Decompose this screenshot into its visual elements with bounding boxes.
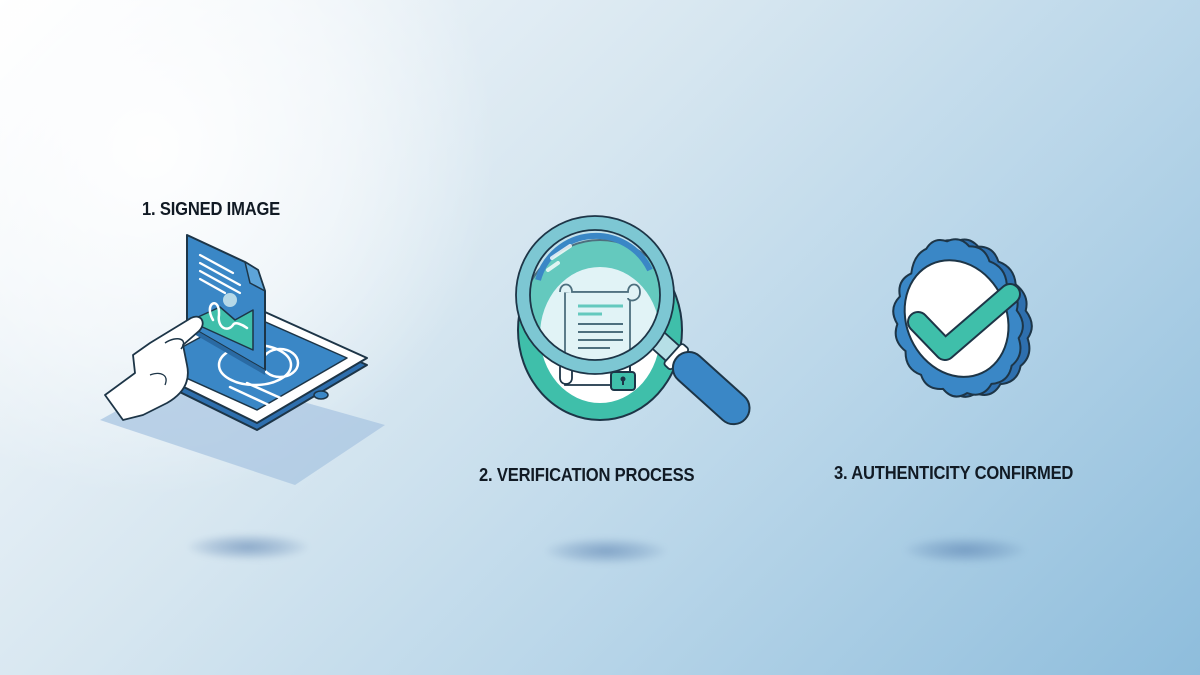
step-2-label: 2. VERIFICATION PROCESS bbox=[479, 465, 695, 485]
step-3-label: 3. AUTHENTICITY CONFIRMED bbox=[834, 463, 1074, 483]
step-2-shadow bbox=[546, 538, 666, 564]
magnifier-document-lock-icon bbox=[515, 215, 751, 426]
step-1-shadow bbox=[188, 534, 308, 560]
step-3-shadow bbox=[905, 537, 1025, 563]
checkmark-badge-icon bbox=[892, 238, 1033, 398]
step-1-label: 1. SIGNED IMAGE bbox=[142, 199, 281, 219]
tablet-signed-image-icon bbox=[100, 234, 385, 485]
